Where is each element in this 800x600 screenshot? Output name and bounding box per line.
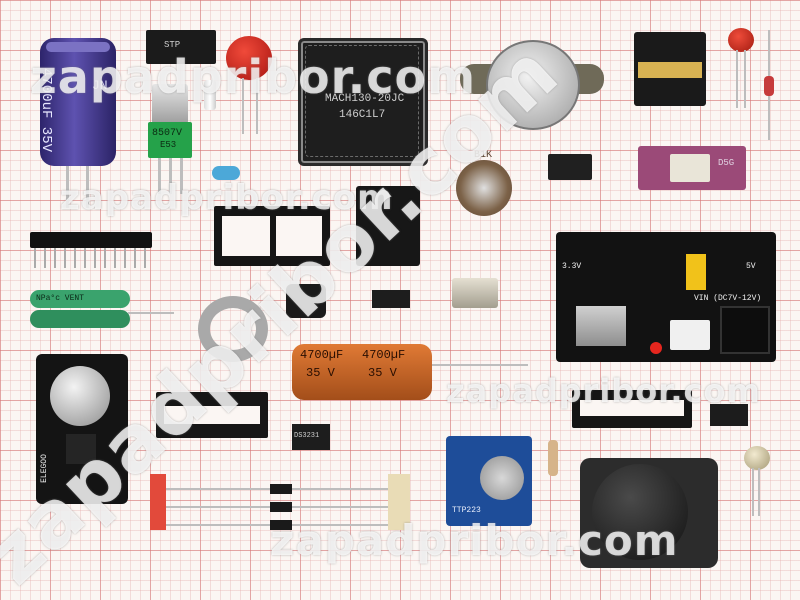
rtc-module: ELEGOO — [36, 354, 128, 504]
power-module-right-label: 5V — [746, 262, 756, 271]
small-dip-ic — [548, 154, 592, 180]
touch-sensor-module: TTP223 — [446, 436, 532, 526]
glass-tube — [204, 80, 216, 110]
dip-socket-right — [572, 390, 692, 428]
regulator-label: 8507V — [152, 128, 183, 139]
voltage-regulator: 8507V E53 — [148, 84, 192, 194]
thermostat-switch — [460, 36, 604, 132]
ic-socket — [214, 206, 330, 266]
plcc-label-2: 146C1L7 — [339, 109, 386, 121]
smd-ic-top: STP — [146, 30, 216, 64]
rtc-ic-label: DS3231 — [294, 432, 320, 440]
green-capacitor-pair: NPa°c VENT — [30, 290, 130, 330]
orange-cap-label-1: 4700µF — [300, 348, 344, 362]
axial-resistor-top — [764, 30, 774, 140]
metal-can-package — [452, 278, 498, 308]
small-blue-capacitor — [212, 166, 240, 180]
capacitor-rating-label: 4700uF 35V — [38, 68, 54, 153]
rtc-ic: DS3231 — [292, 424, 330, 450]
smd-ic-label: STP — [164, 40, 181, 50]
power-module-left-label: 3.3V — [562, 262, 582, 271]
plcc-chip: MACH130-20JC 146C1L7 — [298, 38, 428, 166]
pin-header-strip — [30, 232, 152, 248]
pin-header-legs — [34, 248, 148, 268]
smd-ic-small — [372, 290, 410, 308]
orange-cap-lead — [432, 364, 528, 366]
diode-array — [150, 474, 410, 538]
orange-cap-label-2: 35 V — [306, 366, 335, 380]
large-electrolytic-capacitor: 4700uF 35V JN — [38, 38, 116, 208]
orange-electrolytic-capacitor: 4700µF 35 V 4700µF 35 V — [292, 344, 432, 400]
green-cap-label: NPa°c VENT — [36, 294, 85, 303]
square-socket — [356, 186, 420, 266]
small-resistor — [548, 440, 558, 476]
potentiometer-label: B1K — [474, 150, 493, 161]
potentiometer: B1K — [456, 150, 516, 236]
ceramic-label: D5G — [718, 158, 735, 168]
touch-module-label: TTP223 — [452, 506, 481, 515]
green-cap-lead — [128, 312, 174, 314]
small-ic-right — [710, 404, 748, 426]
orange-cap-label-3: 4700µF — [362, 348, 406, 362]
plcc-label-1: MACH130-20JC — [325, 93, 405, 105]
breadboard-power-module: VIN (DC7V-12V) 3.3V 5V — [556, 232, 776, 362]
ceramic-package: D5G — [638, 146, 746, 190]
capacitor-brand-label: JN — [92, 78, 108, 93]
rtc-module-brand: ELEGOO — [39, 454, 49, 483]
power-module-spec: VIN (DC7V-12V) — [694, 294, 762, 303]
small-red-capacitor — [728, 28, 758, 108]
small-inductor — [286, 284, 326, 318]
ferrite-ring — [198, 296, 268, 362]
metal-transistor — [744, 446, 770, 516]
dip-socket-bottom — [156, 392, 268, 438]
joystick-module — [580, 458, 718, 568]
dip-socket-top-right — [634, 32, 706, 106]
red-varistor — [226, 36, 276, 136]
orange-cap-label-4: 35 V — [368, 366, 397, 380]
regulator-sublabel: E53 — [160, 140, 177, 150]
